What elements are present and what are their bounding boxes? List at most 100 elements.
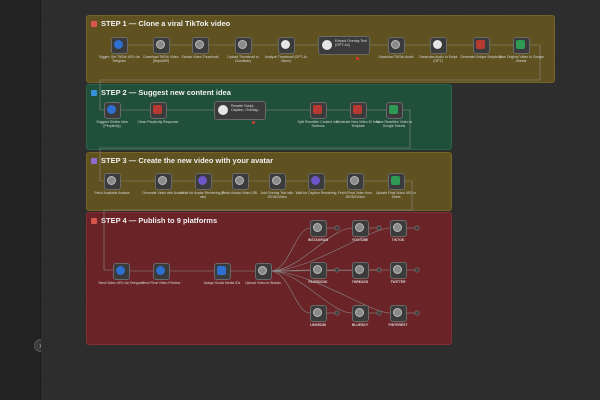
node-label: Send Video URL via Telegram <box>98 281 144 285</box>
code-icon <box>476 40 485 49</box>
node-generate-video-id[interactable] <box>350 102 367 119</box>
node-send-preview[interactable] <box>153 263 170 280</box>
openai-icon <box>281 40 290 49</box>
node-download-audio[interactable] <box>388 37 405 54</box>
node-generate-scripts[interactable] <box>473 37 490 54</box>
node-fetch-final-video[interactable] <box>347 173 364 190</box>
node-transcribe-audio[interactable] <box>430 37 447 54</box>
node-label: Assign Social Media IDs <box>203 281 241 285</box>
openai-icon <box>218 105 228 115</box>
http-icon <box>391 40 400 49</box>
node-fetch-avatar-url[interactable] <box>232 173 249 190</box>
node-clean-response[interactable] <box>150 102 167 119</box>
node-label: Upload Thumbnail to Cloudinary <box>227 55 259 63</box>
platform-label: TWITTER <box>390 280 406 284</box>
step-2-title: STEP 2 — Suggest new content idea <box>91 88 231 97</box>
node-wait-avatar[interactable] <box>195 173 212 190</box>
node-label: Update Final Video URL in Sheet <box>376 191 416 199</box>
node-add-overlay-text[interactable] <box>269 173 286 190</box>
node-label: Wait for Avatar Rendering (5 min) <box>181 191 225 199</box>
http-icon <box>313 308 322 317</box>
http-icon <box>350 176 359 185</box>
node-platform-linkedin[interactable] <box>310 305 327 322</box>
platform-label: TIKTOK <box>391 238 405 242</box>
node-label: Rewrite Script, Caption, Overlay... <box>231 104 261 113</box>
node-label: Generate Unique Scripts AI <box>460 55 502 59</box>
step-1-title: STEP 1 — Clone a viral TikTok video <box>91 19 230 28</box>
node-rewrite-script[interactable]: Rewrite Script, Caption, Overlay... <box>214 101 266 120</box>
node-label: Extract Video Thumbnail <box>181 55 219 59</box>
node-extract-overlay-text[interactable]: Extract Overlay Text (GPT-4o) <box>318 36 370 55</box>
http-icon <box>355 308 364 317</box>
http-icon <box>195 40 204 49</box>
platform-label: YOUTUBE <box>351 238 369 242</box>
node-label: Split Rewritten Content into Sections <box>297 120 339 128</box>
node-platform-pinterest[interactable] <box>390 305 407 322</box>
http-icon <box>393 265 402 274</box>
telegram-icon <box>114 40 123 49</box>
node-label: Fetch Avatar Video URL <box>221 191 259 195</box>
node-suggest-idea[interactable] <box>104 102 121 119</box>
step-4-marker-icon <box>91 217 97 224</box>
http-icon <box>158 176 167 185</box>
node-label: Generate New Video ID from Template <box>336 120 380 128</box>
code-icon <box>353 105 362 114</box>
node-platform-youtube[interactable] <box>352 220 369 237</box>
step-4-title: STEP 4 — Publish to 9 platforms <box>91 216 217 225</box>
node-save-rewritten[interactable] <box>386 102 403 119</box>
openai-icon <box>322 40 332 50</box>
node-split-content[interactable] <box>310 102 327 119</box>
node-platform-bluesky[interactable] <box>352 305 369 322</box>
node-download-tiktok-video[interactable] <box>153 37 170 54</box>
node-label: Add Overlay Text with JSON2Video <box>260 191 294 199</box>
telegram-icon <box>107 105 116 114</box>
node-label: Analyze Thumbnail (GPT-4o Vision) <box>264 55 308 63</box>
node-save-to-sheets[interactable] <box>513 37 530 54</box>
node-update-sheet[interactable] <box>388 173 405 190</box>
http-icon <box>235 176 244 185</box>
node-upload-blotato[interactable] <box>255 263 272 280</box>
node-label: Save Original Video to Google Sheets <box>498 55 544 63</box>
node-label: Save Rewritten Video to Google Sheets <box>375 120 413 128</box>
node-fetch-avatars[interactable] <box>104 173 121 190</box>
node-upload-thumbnail[interactable] <box>235 37 252 54</box>
node-platform-facebook[interactable] <box>310 262 327 279</box>
node-label: Trigger: Get TikTok URL via Telegram <box>98 55 140 63</box>
node-platform-instagram[interactable] <box>310 220 327 237</box>
http-icon <box>272 176 281 185</box>
platform-label: PINTEREST <box>388 323 408 327</box>
http-icon <box>313 223 322 232</box>
platform-label: INSTAGRAM <box>307 238 329 242</box>
http-icon <box>156 40 165 49</box>
platform-label: BLUESKY <box>351 323 369 327</box>
node-platform-tiktok[interactable] <box>390 220 407 237</box>
node-wait-caption[interactable] <box>308 173 325 190</box>
edit-icon <box>217 266 226 275</box>
node-send-video-telegram[interactable] <box>113 263 130 280</box>
platform-label: LINKEDIN <box>309 323 326 327</box>
code-icon <box>313 105 322 114</box>
warning-dot <box>356 57 359 60</box>
step-2-marker-icon <box>91 89 97 96</box>
node-platform-twitter[interactable] <box>390 262 407 279</box>
platform-label: THREADS <box>351 280 369 284</box>
node-extract-thumbnail[interactable] <box>192 37 209 54</box>
node-platform-threads[interactable] <box>352 262 369 279</box>
node-generate-avatar-video[interactable] <box>155 173 172 190</box>
openai-icon <box>433 40 442 49</box>
node-telegram-trigger[interactable] <box>111 37 128 54</box>
http-icon <box>107 176 116 185</box>
wait-icon <box>198 176 207 185</box>
node-label: Upload Video to Blotato <box>245 281 281 285</box>
node-label: Extract Overlay Text (GPT-4o) <box>335 39 368 48</box>
platform-label: FACEBOOK <box>308 280 328 284</box>
http-icon <box>393 308 402 317</box>
node-label: Download TikTok Audio <box>378 55 414 59</box>
telegram-icon <box>116 266 125 275</box>
http-icon <box>355 223 364 232</box>
node-assign-ids[interactable] <box>214 263 231 280</box>
http-icon <box>393 223 402 232</box>
node-analyze-thumbnail[interactable] <box>278 37 295 54</box>
sheets-icon <box>516 40 525 49</box>
http-icon <box>238 40 247 49</box>
